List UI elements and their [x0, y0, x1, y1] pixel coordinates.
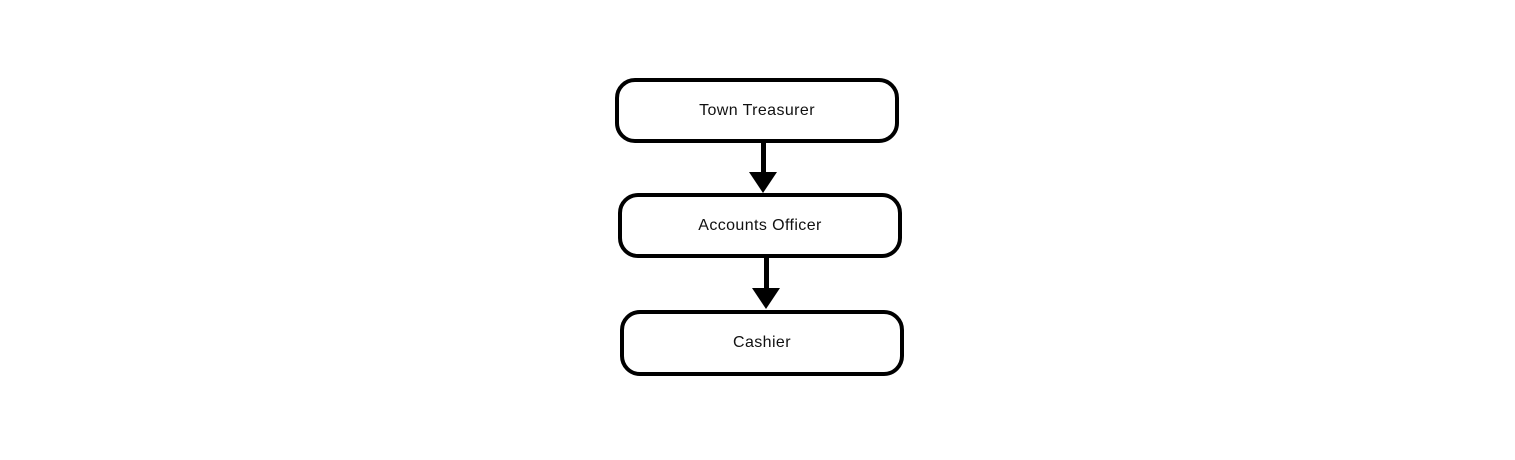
connector-arrow-treasurer-to-accounts — [749, 143, 777, 193]
node-label: Accounts Officer — [698, 216, 822, 234]
flowchart-node-cashier: Cashier — [620, 310, 904, 376]
node-label: Town Treasurer — [699, 101, 815, 119]
arrow-line — [763, 258, 769, 290]
flowchart-node-accounts-officer: Accounts Officer — [618, 193, 902, 258]
connector-arrow-accounts-to-cashier — [752, 258, 780, 309]
arrow-down-icon — [752, 288, 780, 309]
node-label: Cashier — [733, 334, 791, 351]
arrow-line — [760, 143, 766, 174]
arrow-down-icon — [749, 172, 777, 193]
flowchart-node-town-treasurer: Town Treasurer — [615, 78, 899, 143]
